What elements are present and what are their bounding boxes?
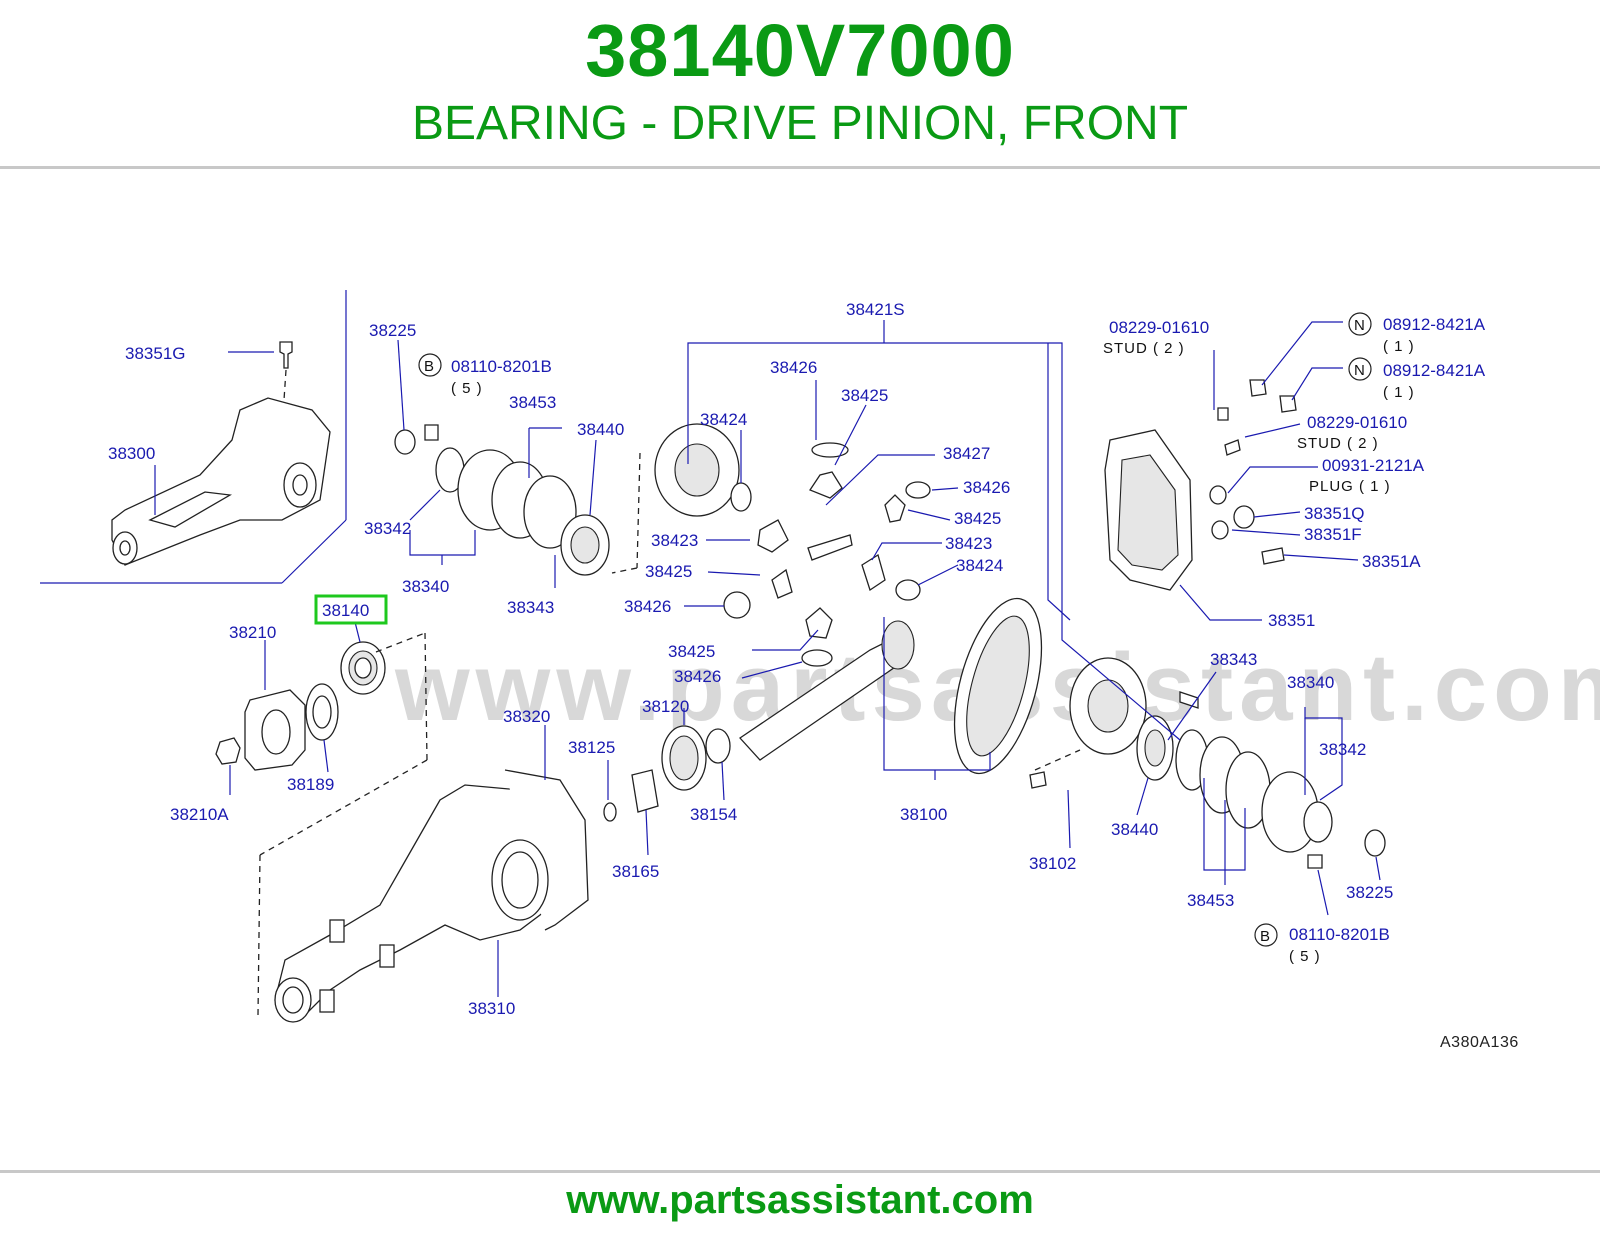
callout-38342: 38342: [1319, 740, 1366, 759]
marker-b: B: [424, 358, 435, 375]
callout-38210: 38210: [229, 623, 276, 642]
callout-38425: 38425: [668, 642, 715, 661]
marker-n: N: [1354, 317, 1366, 334]
callout-38102: 38102: [1029, 854, 1076, 873]
callout-38423: 38423: [651, 531, 698, 550]
parts-diagram: www.partsassistant.com: [40, 290, 1600, 1051]
callout-38300: 38300: [108, 444, 155, 463]
callout-38343: 38343: [507, 598, 554, 617]
callout-stud-note: STUD ( 2 ): [1297, 435, 1379, 452]
callout-38351A: 38351A: [1362, 552, 1421, 571]
callout-38320: 38320: [503, 707, 550, 726]
drive-pinion-drawing: [603, 620, 915, 822]
callout-38154: 38154: [690, 805, 737, 824]
side-bearing-left-drawing: [394, 424, 610, 576]
callout-38189: 38189: [287, 775, 334, 794]
callout-38424: 38424: [700, 410, 747, 429]
callout-38225: 38225: [369, 321, 416, 340]
marker-n: N: [1354, 362, 1366, 379]
diagram-code: A380A136: [1440, 1034, 1519, 1051]
callout-38425: 38425: [954, 509, 1001, 528]
callout-38426: 38426: [624, 597, 671, 616]
callout-38423: 38423: [945, 534, 992, 553]
callout-38343: 38343: [1210, 650, 1257, 669]
callout-38351G: 38351G: [125, 344, 186, 363]
callout-38342: 38342: [364, 519, 411, 538]
callout-38426: 38426: [770, 358, 817, 377]
callout-08229-01610: 08229-01610: [1109, 318, 1209, 337]
callout-38425: 38425: [841, 386, 888, 405]
callout-38120: 38120: [642, 697, 689, 716]
callout-38424: 38424: [956, 556, 1003, 575]
callout-38426: 38426: [674, 667, 721, 686]
part-description: BEARING - DRIVE PINION, FRONT: [411, 97, 1189, 150]
callout-38440: 38440: [577, 420, 624, 439]
leader-lines: [154, 320, 1381, 997]
marker-n-circle: [1348, 312, 1372, 336]
callout-stud-note: STUD ( 2 ): [1103, 340, 1185, 357]
callout-38440: 38440: [1111, 820, 1158, 839]
callout-labels: 38351G 38300 38225 08110-8201B ( 5 ) 384…: [108, 300, 1519, 1051]
callout-38453: 38453: [1187, 891, 1234, 910]
callout-38310: 38310: [468, 999, 515, 1018]
callout-qty: ( 5 ): [451, 380, 483, 397]
flange-38210-drawing: [215, 683, 339, 771]
header-divider: [0, 166, 1600, 169]
callout-38453: 38453: [509, 393, 556, 412]
marker-b-circle: [1254, 923, 1278, 947]
callout-00931-2121A: 00931-2121A: [1322, 456, 1425, 475]
callout-qty: ( 1 ): [1383, 384, 1415, 401]
ring-gear-38100-drawing: [953, 597, 1043, 775]
rear-cover-38351-drawing: [1104, 379, 1297, 591]
callout-38351F: 38351F: [1304, 525, 1362, 544]
inset-axle-housing-drawing: [111, 341, 331, 566]
callout-38340: 38340: [402, 577, 449, 596]
callout-38100: 38100: [900, 805, 947, 824]
callout-08912-8421A: 08912-8421A: [1383, 315, 1486, 334]
callout-38225: 38225: [1346, 883, 1393, 902]
footer-divider: [0, 1170, 1600, 1173]
page-header: 38140V7000 BEARING - DRIVE PINION, FRONT: [0, 0, 1600, 168]
marker-n-circle: [1348, 357, 1372, 381]
inset-frame: [40, 290, 347, 584]
callout-38140: 38140: [322, 601, 369, 620]
callout-qty: ( 1 ): [1383, 338, 1415, 355]
callout-qty: ( 5 ): [1289, 948, 1321, 965]
bearing-38140-drawing: [257, 632, 428, 1016]
callout-38351Q: 38351Q: [1304, 504, 1365, 523]
callout-38421S: 38421S: [846, 300, 905, 319]
callout-08912-8421A: 08912-8421A: [1383, 361, 1486, 380]
callout-38351: 38351: [1268, 611, 1315, 630]
callout-38427: 38427: [943, 444, 990, 463]
callout-38210A: 38210A: [170, 805, 229, 824]
callout-08229-01610: 08229-01610: [1307, 413, 1407, 432]
footer-url-link[interactable]: www.partsassistant.com: [566, 1178, 1034, 1222]
differential-case-drawing: [611, 423, 1147, 755]
callout-08110-8201B: 08110-8201B: [451, 357, 552, 376]
callout-38340: 38340: [1287, 673, 1334, 692]
callout-38426: 38426: [963, 478, 1010, 497]
callout-38425: 38425: [645, 562, 692, 581]
marker-b-circle: [418, 353, 442, 377]
callout-08110-8201B: 08110-8201B: [1289, 925, 1390, 944]
highlight-box-38140: [314, 594, 388, 625]
callout-38125: 38125: [568, 738, 615, 757]
marker-b: B: [1260, 928, 1271, 945]
part-number-title: 38140V7000: [585, 9, 1015, 92]
callout-38165: 38165: [612, 862, 659, 881]
side-bearing-right-drawing: [1029, 691, 1386, 869]
callout-plug-note: PLUG ( 1 ): [1309, 478, 1391, 495]
carrier-housing-38310-drawing: [274, 769, 589, 1023]
